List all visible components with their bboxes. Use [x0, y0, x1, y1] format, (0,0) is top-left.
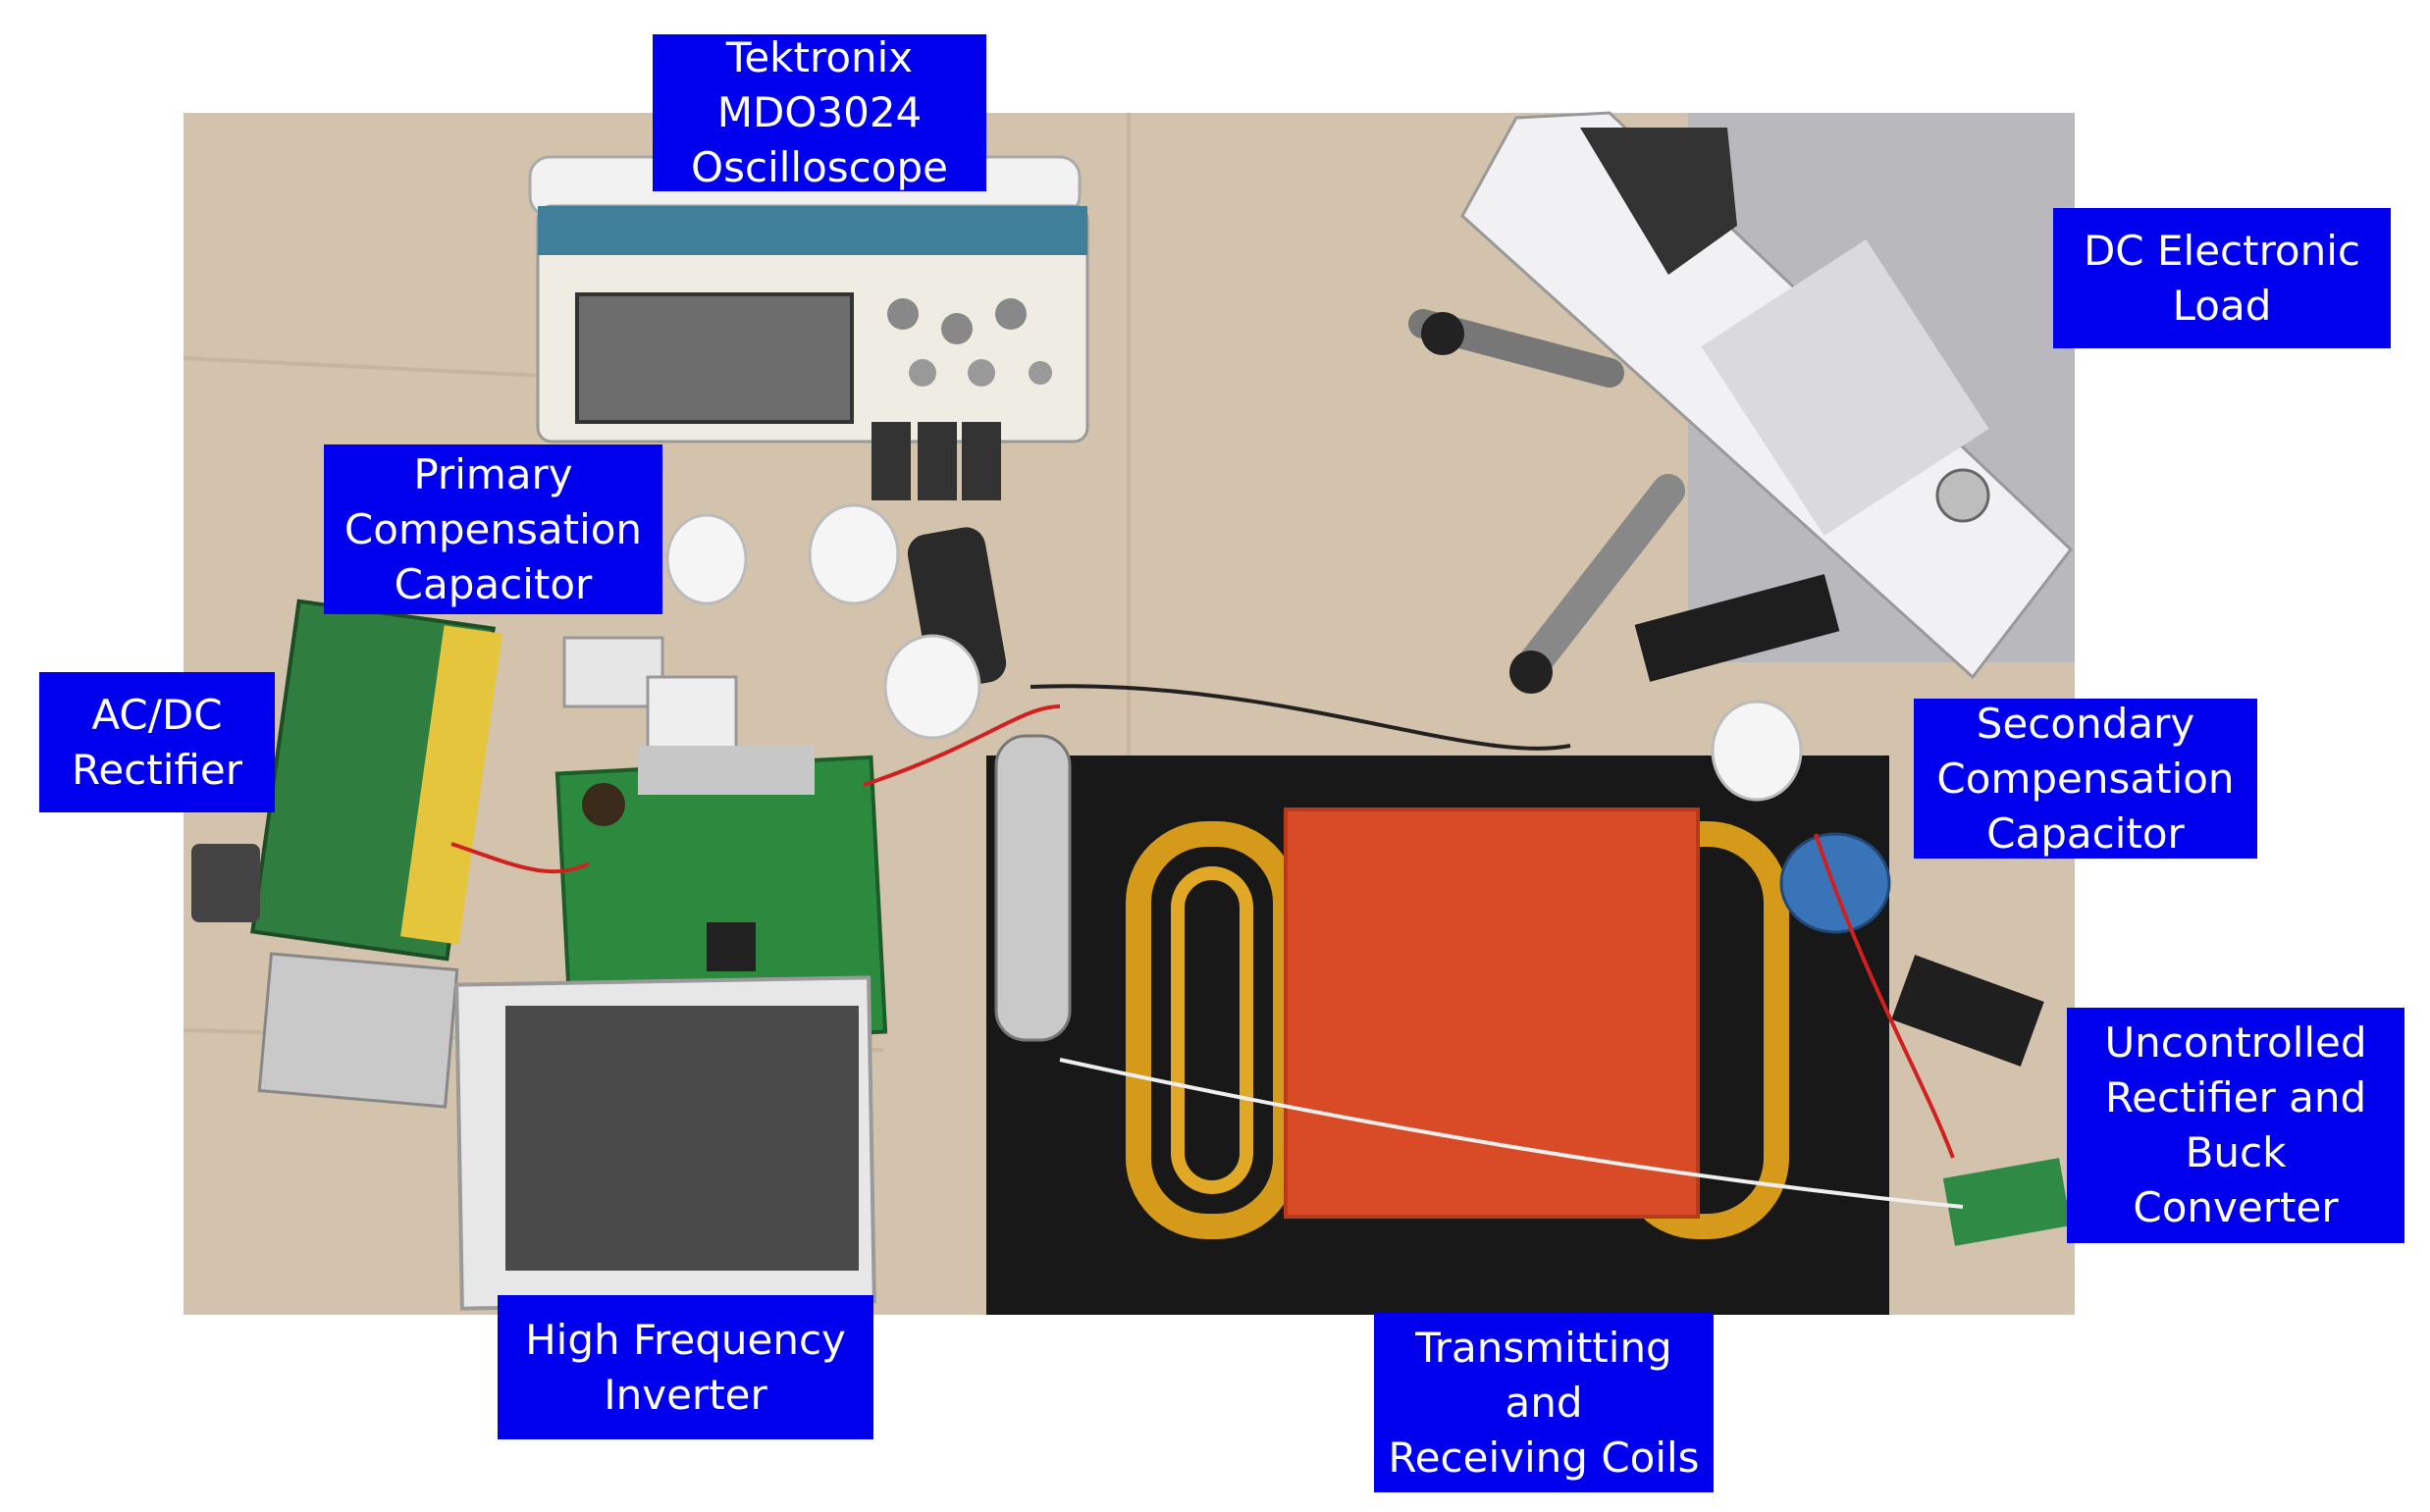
chair-base	[1408, 309, 1840, 694]
secondary-cap-label: Secondary Compensation Capacitor	[1914, 699, 2257, 859]
inverter-label: High Frequency Inverter	[498, 1295, 873, 1439]
power-supply	[257, 952, 459, 1109]
oscilloscope-label: Tektronix MDO3024 Oscilloscope	[653, 33, 986, 191]
dc-load-device	[1460, 111, 2074, 680]
coils-label: Transmitting and Receiving Coils	[1374, 1313, 1714, 1492]
dc-load-label: DC Electronic Load	[2053, 208, 2391, 348]
primary-cap-label: Primary Compensation Capacitor	[324, 444, 662, 614]
rectifier-buck-label: Uncontrolled Rectifier and Buck Converte…	[2067, 1008, 2404, 1243]
touch-panel	[454, 975, 876, 1311]
oscilloscope-device	[528, 155, 1089, 443]
acdc-board	[191, 599, 502, 962]
coil-assembly	[986, 756, 1889, 1315]
rectifier-board	[1891, 955, 2044, 1067]
buck-board	[1942, 1158, 2072, 1246]
inverter-board	[555, 746, 888, 1051]
wires	[450, 684, 1964, 1209]
power-meter	[562, 636, 664, 708]
primary-capacitors	[665, 503, 981, 740]
acdc-label: AC/DC Rectifier	[39, 672, 275, 812]
secondary-capacitors	[1711, 700, 1891, 934]
current-probes	[872, 422, 1007, 690]
voltage-probe	[994, 734, 1072, 1042]
